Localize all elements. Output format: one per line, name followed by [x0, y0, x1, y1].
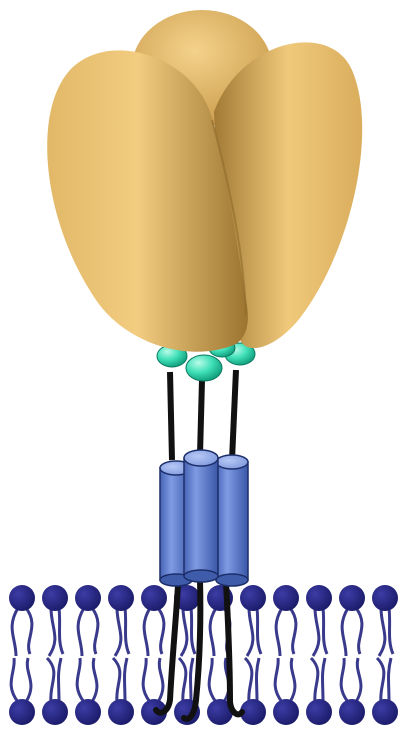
lipid-tail [113, 658, 120, 702]
lipid-tail [290, 608, 296, 654]
lipid-tail [323, 608, 327, 654]
lipid-tail [179, 658, 186, 702]
lipid-head [9, 585, 35, 611]
lipid-tail [210, 608, 216, 656]
lipid-head [273, 585, 299, 611]
lipid-tail [125, 658, 128, 702]
lipid-tail [341, 658, 348, 702]
helix-cylinder-center [184, 450, 218, 582]
lipid-tail [209, 658, 216, 702]
lipid-head [339, 699, 365, 725]
lipid-tail [257, 658, 260, 702]
transmembrane-helices [160, 450, 248, 586]
lipid-head [273, 699, 299, 725]
lipid-head [42, 585, 68, 611]
lipid-tail [377, 658, 384, 702]
lipid-tail [181, 608, 187, 656]
lipid-head [306, 585, 332, 611]
lipid-head [372, 585, 398, 611]
lipid-tail [115, 608, 121, 656]
lipid-tail [276, 608, 282, 656]
lipid-tail [191, 658, 194, 702]
lipid-tail [245, 658, 252, 702]
lipid-tail [47, 658, 54, 702]
lipid-tail [356, 608, 362, 654]
lipid-head [240, 585, 266, 611]
lipid-tail [125, 608, 129, 654]
lipid-tail [59, 658, 62, 702]
linker-bead-front [186, 355, 222, 381]
stalk-line-right [232, 370, 236, 460]
lipid-head [372, 699, 398, 725]
lipid-tail [143, 658, 150, 702]
lipid-tail [158, 658, 163, 702]
lipid-tail [78, 608, 84, 656]
trimer-head [47, 10, 362, 352]
lipid-tail [11, 658, 18, 702]
lipid-tail [92, 658, 97, 702]
lipid-tail [247, 608, 253, 656]
lipid-tail [158, 608, 164, 654]
lipid-tail [275, 658, 282, 702]
lipid-head [9, 699, 35, 725]
lipid-tail [356, 658, 361, 702]
lipid-head [339, 585, 365, 611]
lipid-tail [311, 658, 318, 702]
lipid-tail [26, 658, 31, 702]
lipid-head [75, 585, 101, 611]
lipid-heads-lower-leaflet [9, 699, 398, 725]
lipid-head [141, 585, 167, 611]
lipid-head [108, 585, 134, 611]
lipid-tail [12, 608, 18, 656]
lipid-tail [313, 608, 319, 656]
lipid-head [42, 699, 68, 725]
lipid-heads-upper-leaflet [9, 585, 398, 611]
lipid-tail [59, 608, 63, 654]
lipid-tail [191, 608, 195, 654]
transmembrane-strands [156, 580, 242, 719]
tm-strand-right [226, 582, 242, 714]
lipid-tail [26, 608, 32, 654]
lipid-tail [49, 608, 55, 656]
stalk-line-left [170, 372, 172, 460]
lipid-tail [77, 658, 84, 702]
lipid-tail [323, 658, 326, 702]
lipid-tail [290, 658, 295, 702]
helix-cylinder-right [216, 455, 248, 586]
lipid-head [108, 699, 134, 725]
lipid-head [306, 699, 332, 725]
lipid-tail [144, 608, 150, 656]
lipid-tail [92, 608, 98, 654]
lipid-tail [389, 658, 392, 702]
lipid-tail [257, 608, 261, 654]
lipid-tail [342, 608, 348, 656]
lipid-tail [389, 608, 393, 654]
lipid-head [75, 699, 101, 725]
stalk-lines [170, 370, 236, 460]
lipid-bilayer [9, 585, 398, 725]
lipid-tail [379, 608, 385, 656]
stalk-line-center [200, 380, 202, 455]
